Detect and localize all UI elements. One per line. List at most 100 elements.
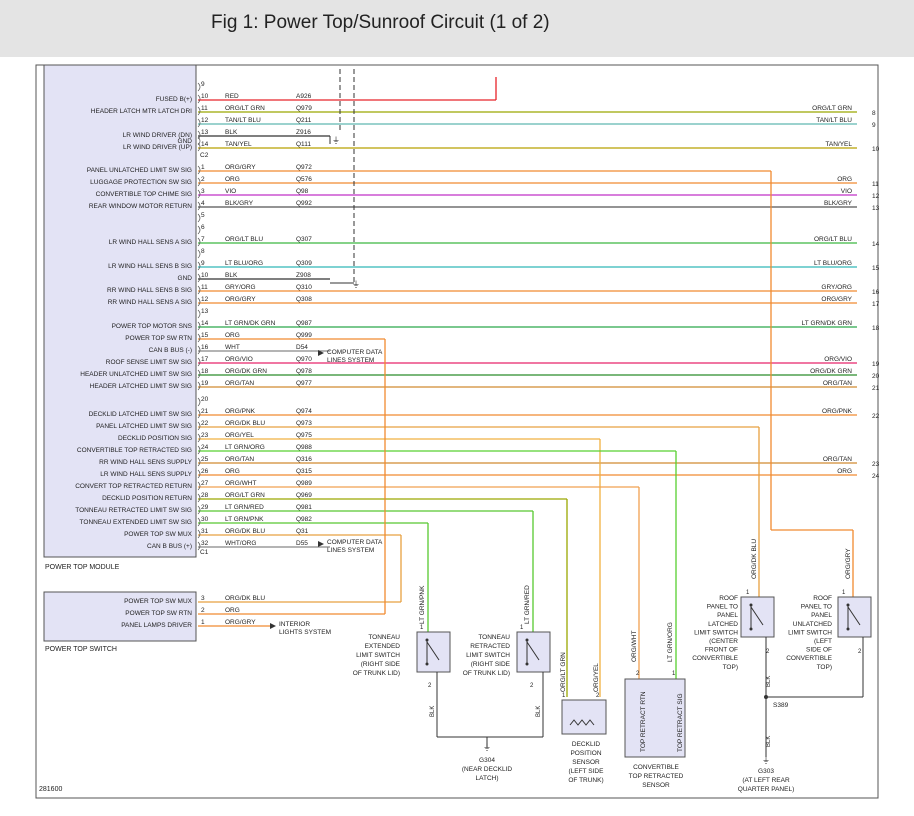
- module-row-label: ROOF SENSE LIMIT SW SIG: [106, 359, 192, 366]
- top-retracted-sensor-box: [624, 678, 686, 758]
- module-row-pin: 12: [201, 296, 209, 303]
- top-retracted-sensor-label-line: CONVERTIBLE: [633, 764, 679, 771]
- module-row-label: DECKLID POSITION SIG: [118, 435, 192, 442]
- tonneau-retracted-label-line: OF TRUNK LID): [463, 670, 510, 677]
- wire-color-label-right: ORG/PNK: [822, 408, 853, 415]
- module-row-label: CONVERTIBLE TOP CHIME SIG: [96, 191, 192, 198]
- arrow-icon: [318, 541, 324, 547]
- module-row-label: FUSED B(+): [156, 96, 192, 103]
- connector-pin: [197, 177, 201, 187]
- circuit-id: D54: [296, 344, 308, 351]
- switch-arm: [526, 641, 540, 661]
- circuit-id: D55: [296, 540, 308, 547]
- roof-latched-label-line: FRONT OF: [705, 647, 738, 654]
- wire-color-label: ORG/YEL: [225, 432, 254, 439]
- connector-pin: [197, 94, 201, 104]
- tonneau-extended-label-line: OF TRUNK LID): [353, 670, 400, 677]
- blk-label: BLK: [430, 706, 436, 717]
- tonneau-extended-switch: [416, 631, 451, 673]
- connector-pin: [197, 445, 201, 455]
- module-row-pin: 6: [201, 224, 205, 231]
- resistor-icon: [569, 719, 595, 726]
- pin-number: 1: [842, 590, 846, 596]
- top-retracted-sensor-label-line: TOP RETRACTED: [629, 773, 684, 780]
- module-row-label: RR WIND HALL SENS B SIG: [107, 287, 192, 294]
- circuit-id: Q576: [296, 176, 312, 183]
- wire-color-label-right: ORG/VIO: [824, 356, 852, 363]
- pin-number: 1: [672, 671, 676, 677]
- circuit-id: Q211: [296, 117, 312, 124]
- g304-label-line: G304: [479, 757, 495, 764]
- wire-color-label: ORG/DK GRN: [225, 368, 267, 375]
- module-row-label: REAR WINDOW MOTOR RETURN: [89, 203, 192, 210]
- terminal-number: 8: [872, 110, 876, 117]
- module-row-pin: 10: [201, 272, 209, 279]
- module-row: 9: [197, 81, 205, 92]
- switch-arm: [750, 606, 764, 626]
- module-row-pin: 12: [201, 117, 209, 124]
- circuit-id: Q969: [296, 492, 312, 499]
- switch-node: [425, 638, 429, 642]
- g304-label-line: (NEAR DECKLID: [462, 766, 513, 773]
- wire-color-label: RED: [225, 93, 239, 100]
- terminal-number: 19: [872, 361, 880, 368]
- roof-unlatched-label-line: SIDE OF: [806, 647, 832, 654]
- circuit-id: Q98: [296, 188, 309, 195]
- connector-pin: [197, 106, 201, 116]
- connector-pin: [197, 136, 201, 146]
- terminal-number: 18: [872, 325, 880, 332]
- pin-number: 2: [636, 671, 640, 677]
- module-row-label: DECKLID LATCHED LIMIT SW SIG: [89, 411, 192, 418]
- diagram-border: [35, 64, 879, 799]
- roof-unlatched-label-line: LIMIT SWITCH: [788, 629, 832, 636]
- pin-number: 2: [596, 693, 600, 699]
- pin-number: 1: [520, 625, 524, 631]
- circuit-id: Q310: [296, 284, 312, 291]
- module-row-pin: 24: [201, 444, 209, 451]
- circuit-id: Q982: [296, 516, 312, 523]
- wire-color-label: LT GRN/RED: [225, 504, 264, 511]
- wire-color-label: ORG/GRY: [225, 619, 256, 626]
- module-row: 13: [197, 308, 209, 319]
- connector-pin: [197, 273, 201, 283]
- roof-unlatched-label-line: (LEFT: [814, 638, 832, 645]
- module-row-pin: 5: [201, 212, 205, 219]
- terminal-number: 9: [872, 122, 876, 129]
- switch-node: [846, 627, 850, 631]
- wire-color-label: ORG/PNK: [225, 408, 256, 415]
- connector-pin: [197, 345, 201, 355]
- circuit-id: Q309: [296, 260, 312, 267]
- wire-color-label: ORG: [225, 332, 240, 339]
- circuit-id: Q970: [296, 356, 312, 363]
- module-row-label: HEADER UNLATCHED LIMIT SW SIG: [80, 371, 192, 378]
- wire-color-label: ORG/DK BLU: [225, 595, 265, 602]
- terminal-number: 12: [872, 193, 880, 200]
- blk-label: BLK: [536, 706, 542, 717]
- switch-node: [749, 603, 753, 607]
- wire-color-label: LT GRN/PNK: [225, 516, 264, 523]
- wire-color-label-right: ORG: [837, 176, 852, 183]
- module-row: 8: [197, 248, 205, 259]
- circuit-id: Q973: [296, 420, 312, 427]
- circuit-id: Q988: [296, 444, 312, 451]
- tonneau-extended-label-line: TONNEAU: [368, 634, 400, 641]
- module-row-label: LR WIND HALL SENS A SIG: [109, 239, 192, 246]
- wire-color-label-right: ORG: [837, 468, 852, 475]
- connector-pin: [197, 481, 201, 491]
- wire-color-label: ORG: [225, 176, 240, 183]
- ground-icon: ⏚: [483, 743, 491, 752]
- decklid-sensor-label-line: OF TRUNK): [568, 777, 603, 784]
